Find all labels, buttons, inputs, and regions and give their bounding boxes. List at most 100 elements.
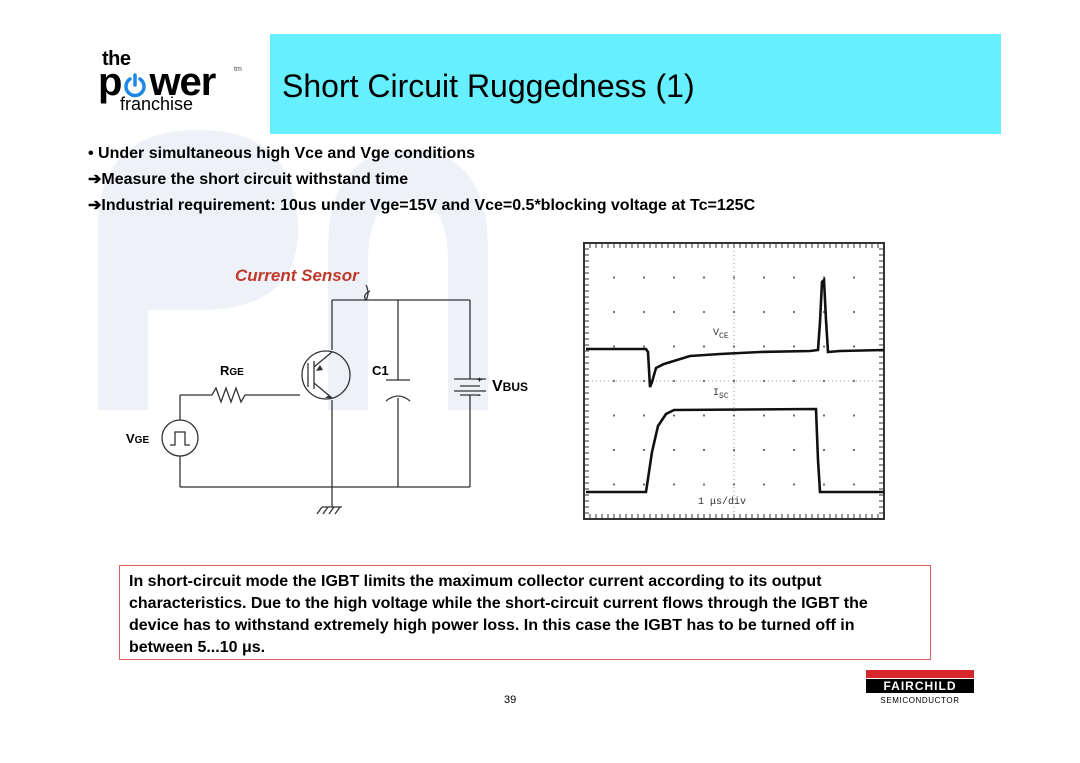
grid-dot [852,276,856,279]
plus-sign: + [477,375,482,385]
grid-dot [852,379,856,383]
grid-dot [672,414,676,417]
grid-dot [642,310,646,314]
grid-dot [732,379,736,383]
title-bar: Short Circuit Ruggedness (1) [270,34,1001,134]
grid-dot [612,310,616,314]
minus-sign: - [478,390,481,400]
vce-label: V [713,328,719,339]
grid-dot [702,414,706,417]
logo-tm: tm [234,66,242,73]
grid-dot [702,448,706,452]
grid-dot [702,310,706,314]
grid-dot [732,483,736,486]
grid-dot [762,448,766,452]
grid-dot [732,345,736,348]
circuit-diagram: Current Sensor RGE C1 VBUS + - VGE [126,266,528,515]
grid-dot [762,345,766,348]
vce-subscript: CE [719,332,729,341]
grid-dot [612,276,616,279]
grid-dot [762,379,766,383]
grid-dot [672,448,676,452]
grid-dot [672,483,676,486]
svg-text:VBUS: VBUS [492,378,528,395]
grid-dot [762,310,766,314]
timebase-label: 1 μs/div [698,496,746,508]
grid-dot [642,414,646,417]
grid-dot [852,448,856,452]
power-button-icon [124,73,146,98]
current-sensor-label: Current Sensor [235,266,360,285]
vge-subscript: GE [135,435,150,446]
grid-dot [642,379,646,383]
grid-dot [672,276,676,279]
grid-dot [732,276,736,279]
grid-dot [792,414,796,417]
grid-dot [852,414,856,417]
vbus-subscript: BUS [503,380,528,394]
grid-dot [672,345,676,348]
grid-dot [732,448,736,452]
logo-the: the [102,48,131,70]
grid-dot [762,483,766,486]
svg-text:RGE: RGE [220,363,244,378]
grid-dot [642,276,646,279]
grid-dot [702,483,706,486]
grid-dot [822,483,826,486]
rge-label: R [220,363,230,378]
grid-dot [732,310,736,314]
grid-dot [792,276,796,279]
grid-dot [852,345,856,348]
fairchild-name: FAIRCHILD [866,679,974,693]
page-number: 39 [504,694,517,706]
grid-dot [792,379,796,383]
grid-dot [792,345,796,348]
svg-text:VCE: VCE [713,328,729,341]
bullet-item: • Under simultaneous high Vce and Vge co… [88,145,475,162]
bullet-item: ➔Industrial requirement: 10us under Vge=… [88,197,756,214]
oscilloscope-plot: VCE ISC 1 μs/div [583,242,885,520]
grid-dot [732,414,736,417]
grid-dot [822,414,826,417]
bullet-list: • Under simultaneous high Vce and Vge co… [88,141,755,219]
c1-label: C1 [372,363,389,378]
grid-dot [672,379,676,383]
grid-dot [822,345,826,348]
grid-dot [612,414,616,417]
fairchild-logo: FAIRCHILD SEMICONDUCTOR [866,670,974,710]
vbus-label: V [492,378,503,395]
grid-dot [762,276,766,279]
grid-dot [642,345,646,348]
grid-dot [792,483,796,486]
grid-dot [702,345,706,348]
vge-label: V [126,431,135,446]
fairchild-red-bar [866,670,974,678]
grid-dot [852,483,856,486]
grid-dot [762,414,766,417]
logo-franchise: franchise [120,94,194,114]
rge-subscript: GE [229,367,244,378]
grid-dot [672,310,676,314]
grid-dot [642,448,646,452]
svg-text:VGE: VGE [126,431,149,446]
bullet-item: ➔Measure the short circuit withstand tim… [88,171,409,188]
grid-dot [642,483,646,486]
grid-dot [612,483,616,486]
fairchild-sub: SEMICONDUCTOR [880,696,960,705]
svg-text:ISC: ISC [713,388,729,401]
isc-trace-line [586,407,884,494]
isc-label: I [713,388,719,399]
grid-dot [612,345,616,348]
grid-dot [822,448,826,452]
grid-dot [792,448,796,452]
grid-dot [612,379,616,383]
vce-trace [586,277,885,388]
grid-dot [792,310,796,314]
tick-marks [583,242,885,520]
grid-dot [852,310,856,314]
grid-dot [822,379,826,383]
grid-dot [702,379,706,383]
